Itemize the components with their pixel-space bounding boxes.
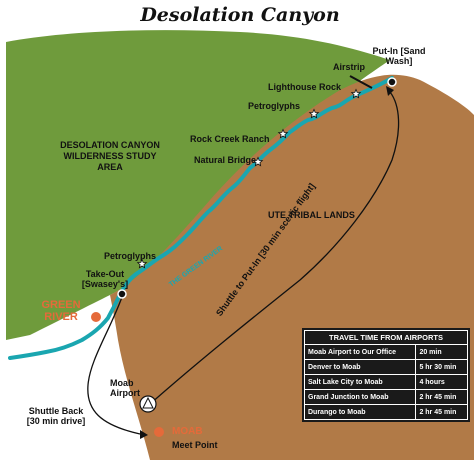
shuttle-back-label: Shuttle Back [30 min drive] [26,406,86,426]
time-cell: 20 min [415,344,468,360]
moab-airport-label: Moab Airport [110,378,140,398]
time-cell: 2 hr 45 min [415,389,468,405]
take-out-label: Take-Out [Swasey's] [81,269,129,289]
ute-lands-label: UTE TRIBAL LANDS [268,210,355,220]
poi-star-icon [308,108,320,119]
route-cell: Grand Junction to Moab [303,389,417,405]
meet-point-label: Meet Point [172,440,218,450]
airstrip-label: Airstrip [333,62,366,72]
wilderness-area [6,30,390,340]
lighthouse-rock-label: Lighthouse Rock [268,82,342,92]
poi-star-icon [136,258,148,269]
put-in-label: Put-In [Sand Wash] [372,46,426,66]
route-cell: Denver to Moab [303,359,417,375]
time-cell: 4 hours [415,374,468,390]
travel-table-title: TRAVEL TIME FROM AIRPORTS [304,330,468,345]
take-out-marker [117,289,127,299]
shuttle-up-arrowhead [386,86,394,96]
map-title: Desolation Canyon [140,4,340,26]
green-river-town-dot [91,312,101,322]
table-row: Moab Airport to Our Office 20 min [303,344,468,360]
time-cell: 5 hr 30 min [415,359,468,375]
airstrip-line [349,75,373,89]
route-cell: Durango to Moab [303,404,417,420]
petroglyphs-lower-label: Petroglyphs [104,251,157,261]
poi-star-icon [277,128,289,139]
table-row: Denver to Moab 5 hr 30 min [303,359,468,375]
route-cell: Salt Lake City to Moab [303,374,417,390]
table-row: Salt Lake City to Moab 4 hours [303,374,468,390]
travel-time-table: TRAVEL TIME FROM AIRPORTS Moab Airport t… [302,328,470,422]
table-row: Durango to Moab 2 hr 45 min [303,404,468,420]
petroglyphs-upper-label: Petroglyphs [248,101,301,111]
put-in-marker [387,77,397,87]
rock-creek-ranch-label: Rock Creek Ranch [190,134,270,144]
natural-bridge-label: Natural Bridge [194,155,257,165]
moab-town-dot [154,427,164,437]
poi-star-icon [252,156,264,167]
time-cell: 2 hr 45 min [415,404,468,420]
poi-star-icon [350,88,362,99]
shuttle-back-route [87,296,141,435]
route-cell: Moab Airport to Our Office [303,344,417,360]
shuttle-to-put-in-route [149,91,400,405]
green-river-town-label: GREEN RIVER [41,299,81,323]
wilderness-label: DESOLATION CANYON WILDERNESS STUDY AREA [60,140,160,172]
airport-icon [139,395,157,413]
moab-town-label: MOAB [172,426,203,437]
star-markers [136,88,362,269]
table-row: Grand Junction to Moab 2 hr 45 min [303,389,468,405]
shuttle-back-arrowhead [140,430,148,439]
